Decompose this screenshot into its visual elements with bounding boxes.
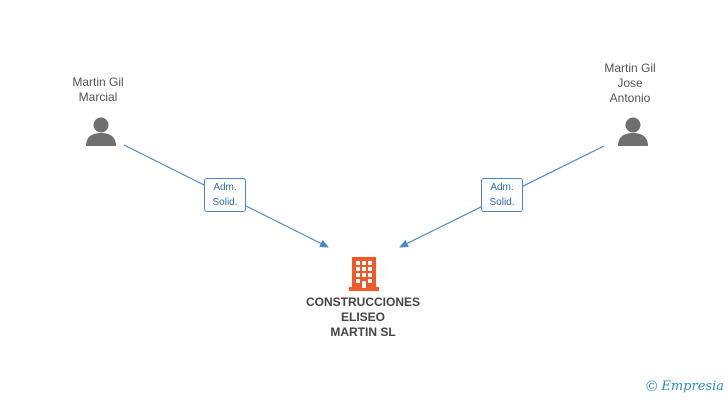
person-name-line: Marcial [78, 90, 118, 104]
company-name[interactable]: CONSTRUCCIONES ELISEO MARTIN SL [283, 295, 443, 340]
person-name-line: Martin Gil [72, 75, 124, 89]
brand-watermark: © Empresia [646, 378, 724, 396]
person-icon[interactable] [617, 116, 649, 146]
brand-logo-text: Empresia [661, 379, 724, 394]
role-line: Solid. [212, 197, 238, 208]
role-badge-martin-gil-marcial: Adm. Solid. [204, 178, 246, 212]
person-name-martin-gil-jose-antonio[interactable]: Martin Gil Jose Antonio [570, 61, 690, 106]
person-name-line: Martin Gil [604, 61, 656, 75]
person-name-martin-gil-marcial[interactable]: Martin Gil Marcial [38, 75, 158, 105]
building-icon[interactable] [349, 255, 379, 291]
person-name-line: Antonio [609, 91, 651, 105]
company-name-line: ELISEO [340, 310, 385, 324]
company-name-line: MARTIN SL [330, 325, 396, 339]
role-line: Solid. [489, 197, 515, 208]
role-badge-martin-gil-jose-antonio: Adm. Solid. [481, 178, 523, 212]
company-name-line: CONSTRUCCIONES [305, 295, 420, 309]
role-line: Adm. [490, 182, 514, 193]
role-line: Adm. [213, 182, 237, 193]
copyright-icon: © [646, 378, 658, 395]
person-name-line: Jose [617, 76, 643, 90]
person-icon[interactable] [85, 116, 117, 146]
